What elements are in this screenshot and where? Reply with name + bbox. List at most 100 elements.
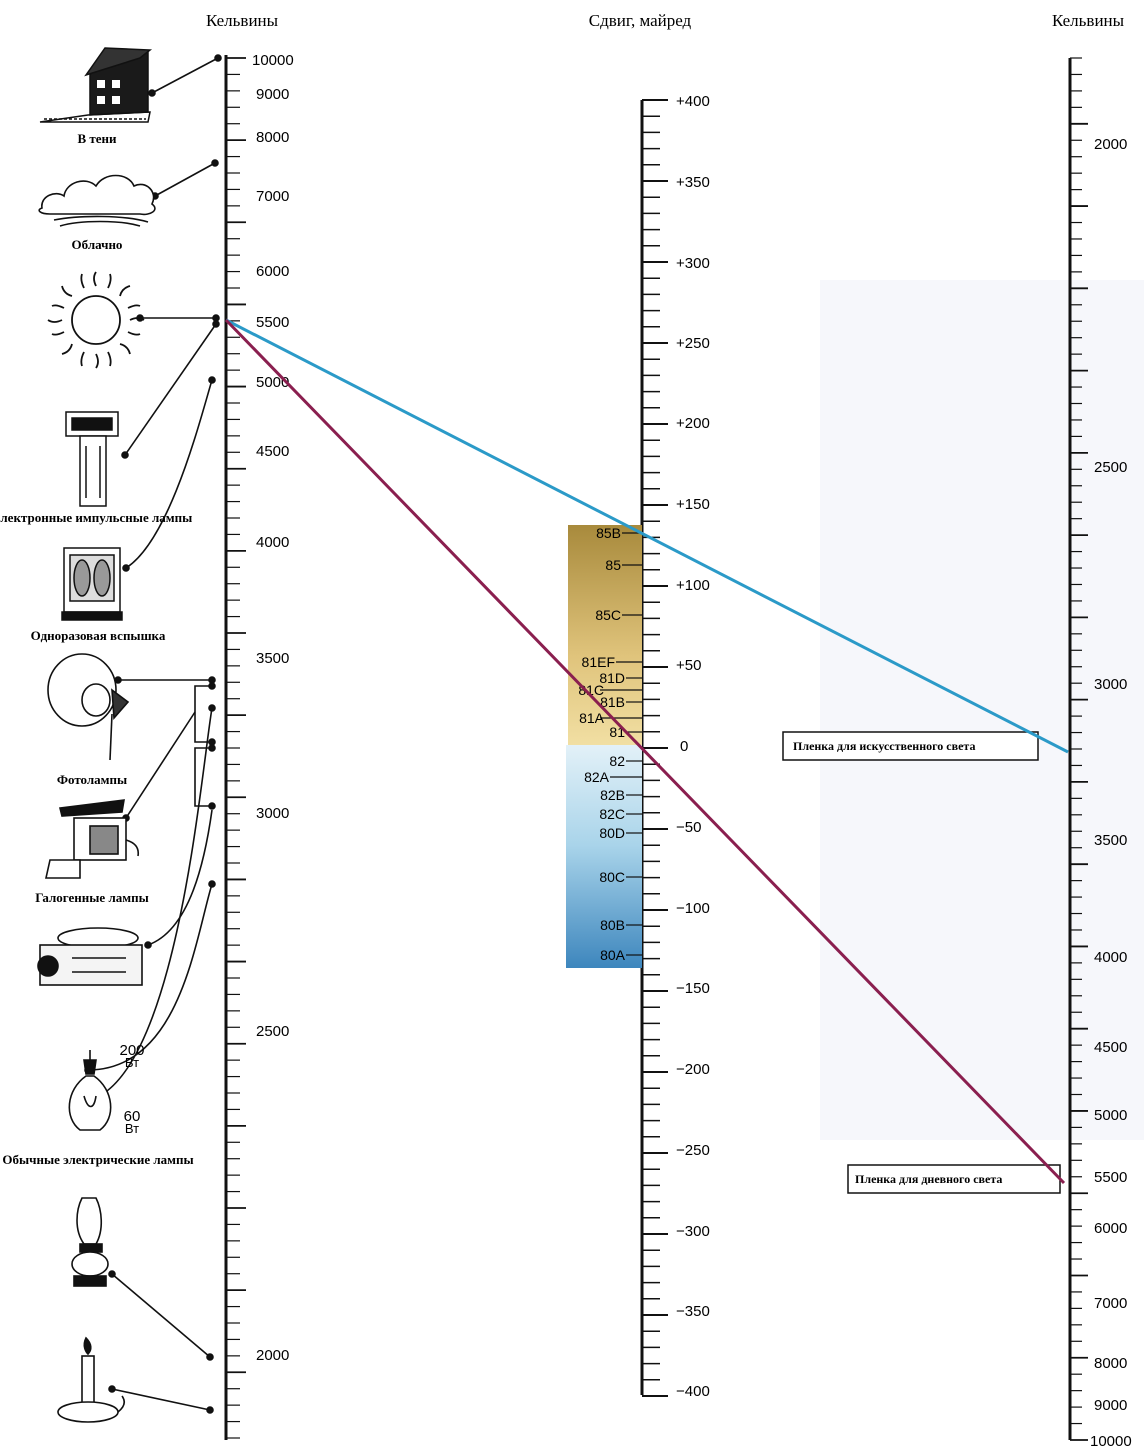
right-tick-label: 5500 <box>1094 1169 1127 1186</box>
tungsten-conversion-line <box>225 318 1069 754</box>
right-tick-label: 7000 <box>1094 1295 1127 1312</box>
mired-labels: +400 +350 +300 +250 +200 +150 +100 +50 0… <box>676 93 710 1400</box>
right-kelvin-labels: 2000 2500 3000 3500 4000 4500 5000 5500 … <box>1090 136 1132 1450</box>
mired-tick-label: −400 <box>676 1383 710 1400</box>
filter-label: 81B <box>600 694 625 710</box>
filter-label: 80B <box>600 917 625 933</box>
left-tick-label: 3500 <box>256 650 289 667</box>
left-kelvin-labels: 10000 9000 8000 7000 6000 5500 5000 4500… <box>252 52 294 1364</box>
right-scale-header: Кельвины <box>1052 11 1125 30</box>
left-tick-label: 7000 <box>256 188 289 205</box>
projector-icon <box>37 927 143 986</box>
mired-tick-label: +250 <box>676 335 710 352</box>
right-kelvin-ticks <box>1070 57 1088 1441</box>
daylight-film-label: Пленка для дневного света <box>855 1172 1002 1186</box>
source-label-shade: В тени <box>77 131 117 146</box>
filter-label: 82A <box>584 769 610 785</box>
mired-tick-label: −350 <box>676 1303 710 1320</box>
mired-scale-header: Сдвиг, майред <box>589 11 692 30</box>
mired-tick-label: +200 <box>676 415 710 432</box>
left-tick-label: 3000 <box>256 805 289 822</box>
filter-label: 85B <box>596 525 621 541</box>
right-tick-label: 4500 <box>1094 1039 1127 1056</box>
candle-icon <box>57 1336 126 1423</box>
right-tick-label: 5000 <box>1094 1107 1127 1124</box>
electronic-flash-icon <box>65 411 119 507</box>
filter-label: 81A <box>579 710 605 726</box>
right-background-panel <box>820 280 1144 1140</box>
source-label-cloudy: Облачно <box>72 237 123 252</box>
left-tick-label: 2500 <box>256 1023 289 1040</box>
right-tick-label: 2000 <box>1094 136 1127 153</box>
source-label-electronic-flash: Электронные импульсные лампы <box>0 510 192 525</box>
right-tick-label: 3500 <box>1094 832 1127 849</box>
left-tick-label: 9000 <box>256 86 289 103</box>
mired-tick-label: −50 <box>676 819 701 836</box>
right-tick-label: 3000 <box>1094 676 1127 693</box>
mired-tick-label: +150 <box>676 496 710 513</box>
mired-tick-label: −150 <box>676 980 710 997</box>
source-label-flashbulb: Одноразовая вспышка <box>31 628 166 643</box>
left-tick-label: 4500 <box>256 443 289 460</box>
light-bulb-icon <box>68 1050 112 1131</box>
tungsten-film-box: Пленка для искусственного света <box>782 731 1039 761</box>
mired-tick-label: +400 <box>676 93 710 110</box>
right-tick-label: 8000 <box>1094 1355 1127 1372</box>
filter-label: 81EF <box>582 654 615 670</box>
left-scale-header: Кельвины <box>206 11 279 30</box>
cooling-filter-band <box>566 745 642 968</box>
mired-ticks <box>642 99 668 1397</box>
bulb-200-value: 200 <box>119 1042 144 1059</box>
photolamp-icon <box>47 653 130 761</box>
cloud-icon <box>38 174 156 227</box>
left-tick-label: 8000 <box>256 129 289 146</box>
tungsten-film-label: Пленка для искусственного света <box>793 739 975 753</box>
filter-label: 81 <box>609 724 625 740</box>
source-label-halogen: Галогенные лампы <box>35 890 148 905</box>
left-tick-label: 5500 <box>256 314 289 331</box>
source-label-photolamps: Фотолампы <box>57 772 127 787</box>
filter-label: 80C <box>599 869 625 885</box>
daylight-film-box: Пленка для дневного света <box>847 1164 1061 1194</box>
right-tick-label: 4000 <box>1094 949 1127 966</box>
left-tick-label: 5000 <box>256 374 289 391</box>
halogen-lamp-icon <box>45 799 140 879</box>
filter-label: 82 <box>609 753 625 769</box>
filter-label: 81D <box>599 670 625 686</box>
filter-label: 85C <box>595 607 621 623</box>
filter-label: 80A <box>600 947 626 963</box>
left-kelvin-ticks <box>226 57 246 1439</box>
filter-label: 82B <box>600 787 625 803</box>
filter-label: 80D <box>599 825 625 841</box>
right-tick-label: 2500 <box>1094 459 1127 476</box>
filter-label: 81C <box>578 682 604 698</box>
bulb-60-value: 60 <box>124 1108 141 1125</box>
left-tick-label: 2000 <box>256 1347 289 1364</box>
oil-lamp-icon <box>71 1197 109 1287</box>
right-tick-label: 6000 <box>1094 1220 1127 1237</box>
mired-tick-label: +100 <box>676 577 710 594</box>
mired-tick-label: −200 <box>676 1061 710 1078</box>
filter-labels: 85B 85 85C 81EF 81D 81C 81B 81A 81 82 82… <box>578 525 625 963</box>
bulb-60-unit: Вт <box>125 1121 139 1136</box>
sun-icon <box>47 271 145 369</box>
bulb-200-unit: Вт <box>125 1055 139 1070</box>
mired-tick-label: +350 <box>676 174 710 191</box>
house-icon <box>39 47 153 123</box>
left-tick-label: 10000 <box>252 52 294 69</box>
filter-label: 82C <box>599 806 625 822</box>
ordinary-lamps-label: Обычные электрические лампы <box>2 1152 193 1167</box>
mired-tick-label: +300 <box>676 255 710 272</box>
mired-tick-label: 0 <box>680 738 688 755</box>
mired-tick-label: −300 <box>676 1223 710 1240</box>
right-tick-label: 10000 <box>1090 1433 1132 1450</box>
daylight-conversion-line <box>224 318 1066 1185</box>
left-tick-label: 4000 <box>256 534 289 551</box>
filter-label: 85 <box>605 557 621 573</box>
right-tick-label: 9000 <box>1094 1397 1127 1414</box>
mired-tick-label: +50 <box>676 657 701 674</box>
source-label-ordinary-lamps: Обычные электрические лампы <box>2 1152 193 1167</box>
left-tick-label: 6000 <box>256 263 289 280</box>
flashcube-icon <box>61 547 123 621</box>
